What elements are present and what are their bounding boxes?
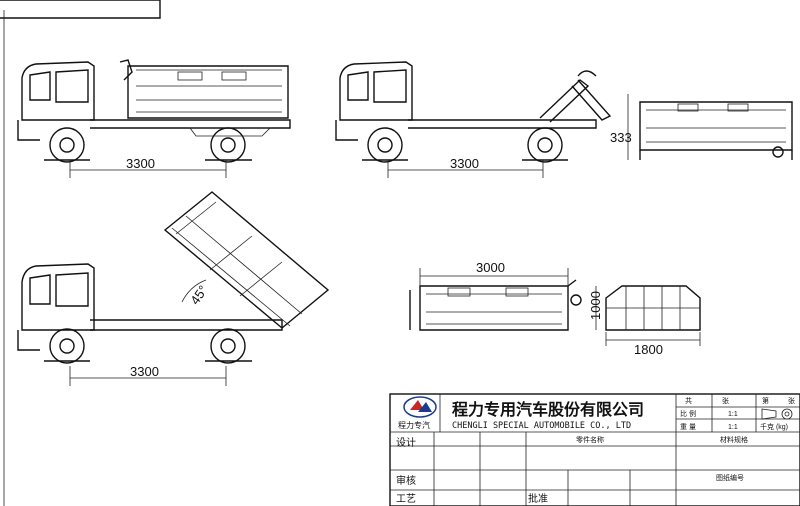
weight-label: 重 量 (680, 423, 696, 431)
approve-label: 批准 (528, 492, 548, 505)
container-side-view: 3000 (409, 260, 582, 331)
dim-tilt-angle: 45° (187, 283, 211, 308)
sheet-label: 第 (762, 396, 769, 405)
review-label: 审核 (396, 474, 416, 487)
truck-loaded (17, 59, 291, 163)
container-ground (627, 94, 793, 160)
projection-symbol (761, 408, 793, 420)
wheelbase-dim-1: 3300 (69, 156, 227, 178)
scale-label: 比 例 (680, 409, 696, 418)
dim-wheelbase-2: 3300 (450, 156, 479, 171)
logo-text: 程力专汽 (398, 420, 430, 430)
title-block: 程力专汽 程力专用汽车股份有限公司 CHENGLI SPECIAL AUTOMO… (389, 393, 800, 506)
sheet-unit-1: 张 (722, 396, 729, 405)
design-label: 设计 (396, 436, 416, 449)
dim-height-offset: 333 (610, 130, 632, 145)
weight-unit: 千克 (kg) (760, 422, 788, 431)
process-label: 工艺 (396, 493, 416, 505)
dim-wheelbase-1: 3300 (126, 156, 155, 171)
dim-wheelbase-3: 3300 (130, 364, 159, 379)
scale-value: 1:1 (728, 411, 738, 418)
wheelbase-dim-3: 3300 (69, 364, 227, 386)
truck-hooklift (335, 61, 612, 163)
dim-container-width: 1800 (634, 342, 663, 357)
company-name-cn: 程力专用汽车股份有限公司 (452, 400, 644, 419)
material-label: 材料规格 (720, 435, 748, 444)
company-name-en: CHENGLI SPECIAL AUTOMOBILE CO., LTD (452, 421, 631, 431)
company-logo: 程力专汽 (398, 396, 437, 430)
top-frame-box (0, 0, 161, 19)
weight-value: 1:1 (728, 424, 738, 431)
dim-container-height: 1000 (588, 291, 603, 320)
dim-container-length: 3000 (476, 260, 505, 275)
drawing-no-label: 图纸编号 (716, 473, 744, 482)
total-label: 共 (685, 396, 692, 405)
truck-dumping (17, 191, 330, 364)
sheet-unit-2: 张 (788, 396, 795, 405)
part-name-label: 零件名称 (576, 435, 604, 444)
wheelbase-dim-2: 3300 (387, 156, 544, 178)
container-end-view: 1000 1800 (588, 285, 701, 357)
